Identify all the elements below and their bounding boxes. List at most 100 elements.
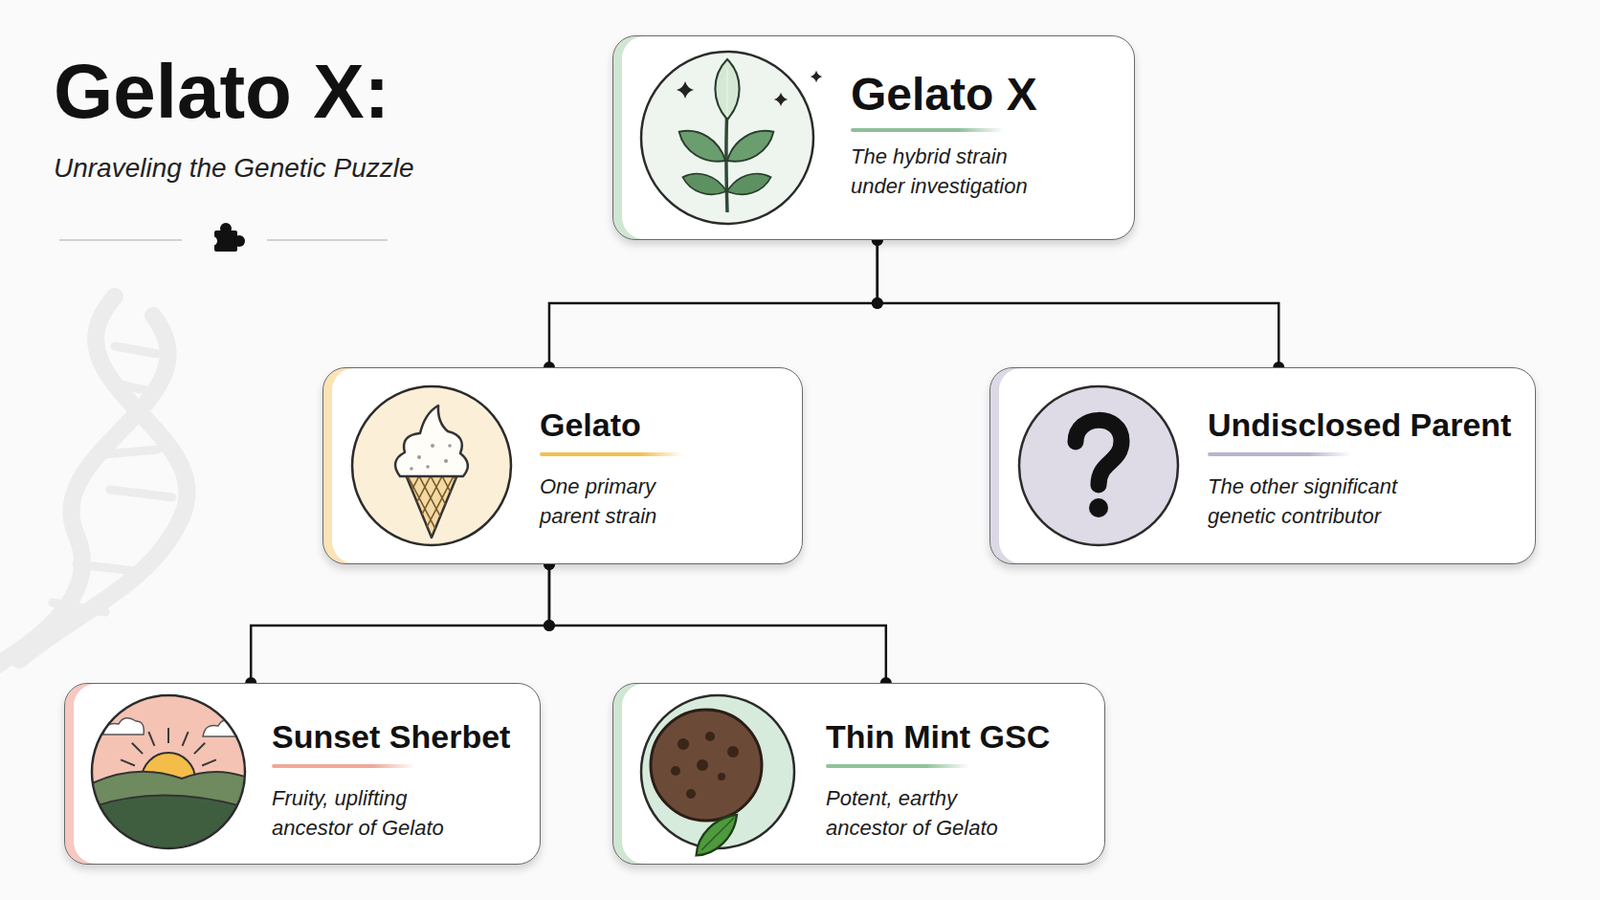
- plant-icon: [641, 51, 823, 224]
- drawing-part: [52, 602, 106, 613]
- drawing-part: [696, 759, 709, 772]
- drawing-part: [726, 107, 728, 213]
- drawing-part: [641, 695, 795, 849]
- drawing-part: [120, 759, 135, 766]
- drawing-part: [220, 222, 232, 235]
- drawing-part: [114, 346, 158, 355]
- drawing-part: [202, 720, 244, 737]
- drawing-part: [382, 472, 422, 546]
- drawing-part: [717, 773, 726, 781]
- drawing-part: [233, 235, 245, 247]
- connector-dot: [543, 620, 556, 632]
- strain-name: Sunset Sherbet: [271, 718, 511, 769]
- drawing-part: [430, 444, 435, 448]
- drawing-part: [726, 68, 729, 117]
- drawing-part: [447, 444, 452, 448]
- drawing-part: [352, 386, 512, 546]
- drawing-part: [486, 472, 525, 546]
- tree-connector: [250, 564, 550, 684]
- dna-rungs: [52, 346, 173, 613]
- drawing-part: [116, 778, 133, 781]
- drawing-part: [474, 472, 513, 546]
- drawing-part: [428, 472, 467, 546]
- drawing-part: [336, 472, 525, 546]
- drawing-part: [167, 728, 170, 744]
- puzzle-icon: [207, 222, 245, 252]
- drawing-part: [650, 710, 762, 822]
- drawing-part: [405, 472, 445, 546]
- drawing-part: [148, 732, 155, 747]
- page-title: Gelato X:: [53, 49, 390, 134]
- divider-line: [266, 239, 388, 242]
- drawing-part: [404, 472, 459, 538]
- title-divider: [59, 222, 388, 252]
- drawing-part: [688, 807, 745, 864]
- drawing-part: [182, 732, 189, 747]
- drawing-part: [1075, 420, 1122, 486]
- drawing-part: [116, 728, 221, 780]
- drawing-part: [425, 465, 430, 469]
- drawing-part: [204, 778, 221, 781]
- drawing-part: [201, 759, 217, 766]
- strain-description: The hybrid strain under investigation: [850, 141, 1057, 201]
- drawing-part: [641, 51, 814, 224]
- ice-cream-icon: [336, 386, 525, 546]
- strain-description: The other significant genetic contributo…: [1207, 471, 1430, 532]
- strain-box: Thin Mint GSCPotent, earthy ancestor of …: [612, 683, 1106, 866]
- drawing-part: [110, 489, 173, 498]
- strain-box: Sunset SherbetFruity, uplifting ancestor…: [64, 683, 541, 866]
- drawing-part: [677, 738, 689, 751]
- subtitle-label: Unraveling the Genetic Puzzle: [53, 153, 415, 184]
- drawing-part: [673, 59, 780, 200]
- strain-box: Undisclosed ParentThe other significant …: [989, 367, 1536, 565]
- drawing-part: [686, 789, 696, 800]
- drawing-part: [679, 168, 730, 200]
- drawing-part: [451, 472, 490, 546]
- drawing-part: [440, 472, 479, 546]
- cookie-icon: [641, 695, 795, 864]
- divider-line: [59, 239, 182, 242]
- strain-box: GelatoOne primary parent strain: [322, 367, 803, 565]
- drawing-part: [395, 405, 468, 477]
- question-icon: [1019, 386, 1178, 546]
- drawing-part: [673, 122, 732, 171]
- strain-description: One primary parent strain: [539, 471, 698, 532]
- drawing-part: [371, 472, 410, 546]
- drawing-part: [405, 472, 445, 546]
- drawing-part: [141, 753, 196, 807]
- drawing-part: [774, 92, 788, 107]
- drawing-part: [726, 68, 729, 117]
- drawing-part: [382, 472, 422, 546]
- drawing-part: [721, 122, 779, 171]
- sunset-icon: [86, 688, 259, 862]
- drawing-part: [440, 472, 479, 546]
- drawing-part: [371, 472, 410, 546]
- strain-description: Fruity, uplifting ancestor of Gelato: [271, 783, 468, 844]
- drawing-part: [86, 688, 259, 862]
- drawing-part: [359, 472, 399, 546]
- drawing-part: [112, 382, 154, 393]
- drawing-part: [409, 444, 452, 471]
- strain-name: Gelato X: [850, 67, 1038, 133]
- connector-dot: [871, 297, 884, 310]
- drawing-part: [86, 772, 259, 862]
- strain-box: Gelato X The hybrid strain under investig…: [612, 35, 1135, 241]
- connector-dot: [871, 297, 884, 310]
- drawing-part: [86, 688, 259, 862]
- tree-connector: [549, 240, 878, 368]
- drawing-part: [417, 455, 422, 460]
- drawing-part: [91, 695, 245, 849]
- drawing-part: [103, 718, 144, 735]
- dna-strand: [19, 296, 188, 661]
- drawing-part: [1019, 386, 1178, 546]
- drawing-part: [417, 472, 456, 546]
- drawing-part: [417, 472, 456, 546]
- dna-watermark: [0, 296, 188, 670]
- drawing-part: [132, 743, 143, 755]
- drawing-part: [207, 236, 218, 246]
- tree-connector: [549, 564, 887, 684]
- drawing-part: [701, 818, 734, 851]
- drawing-part: [676, 81, 694, 99]
- drawing-part: [676, 70, 823, 108]
